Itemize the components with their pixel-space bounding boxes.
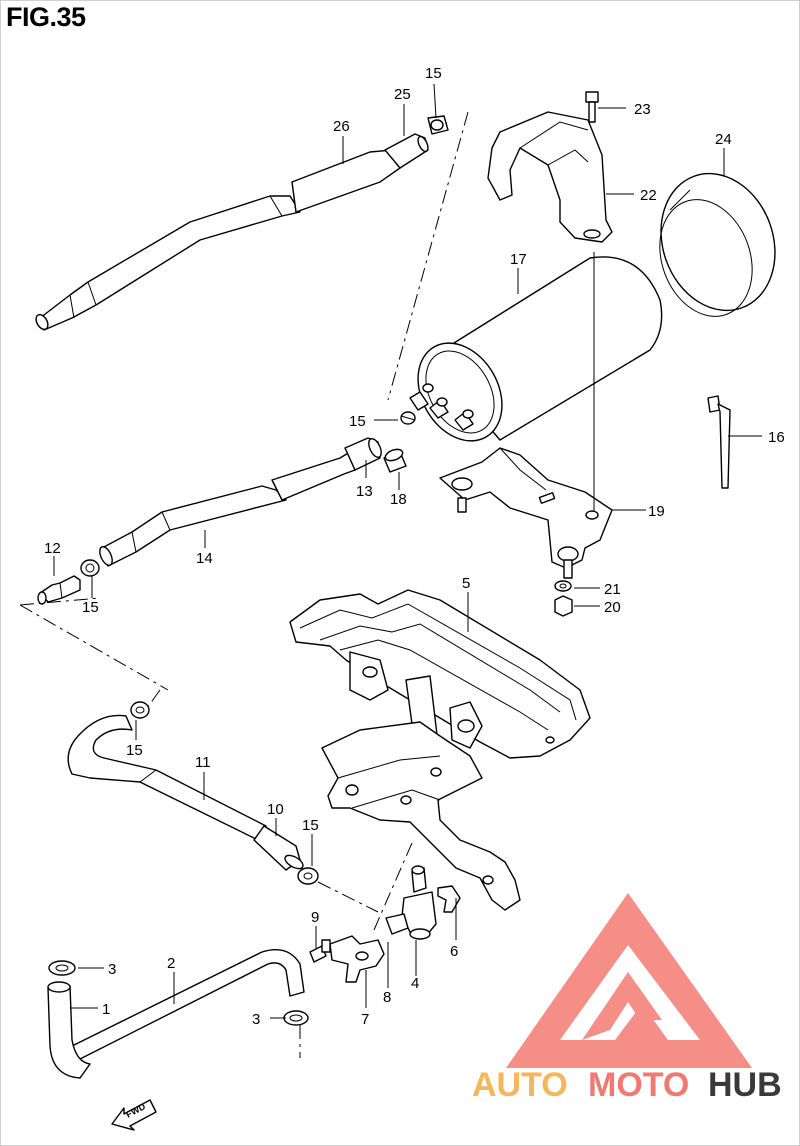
callout-24: 24 xyxy=(715,131,732,148)
callout-13: 13 xyxy=(356,483,373,500)
frame-5 xyxy=(289,589,591,911)
clip-15-canister xyxy=(400,411,416,425)
washer-21 xyxy=(554,580,572,592)
bracket-7-8 xyxy=(329,935,385,983)
callout-15-top: 15 xyxy=(425,65,442,82)
hose-25 xyxy=(384,133,429,169)
nut-20 xyxy=(554,595,573,617)
watermark-text-auto: AUTO xyxy=(472,1066,568,1104)
callout-9: 9 xyxy=(311,909,319,926)
watermark-text-hub: HUB xyxy=(708,1066,782,1104)
valve-4 xyxy=(385,865,437,940)
connector-12 xyxy=(37,575,81,605)
cap-18 xyxy=(383,448,407,473)
ring-24 xyxy=(659,172,776,317)
watermark-text-moto: MOTO xyxy=(588,1066,689,1104)
hose-26 xyxy=(35,149,401,331)
watermark-logo xyxy=(506,893,752,1068)
callout-3-bottom: 3 xyxy=(252,1011,260,1028)
bracket-19 xyxy=(439,447,613,579)
callout-15-canister: 15 xyxy=(349,413,366,430)
callout-10: 10 xyxy=(267,801,284,818)
clip-15-top xyxy=(427,115,449,135)
canister-17 xyxy=(409,256,663,442)
callout-11: 11 xyxy=(195,754,211,771)
assembly-dash-lines xyxy=(19,111,469,1058)
callout-21: 21 xyxy=(604,581,621,598)
hose-13 xyxy=(271,437,382,501)
callout-19: 19 xyxy=(648,503,665,520)
callout-15-hose10: 15 xyxy=(302,817,319,834)
callout-18: 18 xyxy=(390,491,407,508)
clip-15-hose11 xyxy=(130,701,150,719)
clip-15-left xyxy=(80,559,100,577)
callout-22: 22 xyxy=(640,187,657,204)
callout-6: 6 xyxy=(450,943,458,960)
callout-12: 12 xyxy=(44,540,61,557)
hose-11 xyxy=(67,714,267,841)
bracket-6 xyxy=(437,885,461,913)
callout-2: 2 xyxy=(167,955,175,972)
callout-15-left: 15 xyxy=(82,599,99,616)
tie-16 xyxy=(707,395,731,489)
bracket-22 xyxy=(487,111,613,243)
leader-lines xyxy=(53,83,762,1019)
hose-1 xyxy=(47,981,91,1079)
clip-3-bottom xyxy=(283,1010,309,1026)
callout-15-hose11: 15 xyxy=(126,742,143,759)
hose-14 xyxy=(99,485,287,567)
figure-title: FIG.35 xyxy=(6,2,86,32)
callout-3-top: 3 xyxy=(108,961,116,978)
callout-1: 1 xyxy=(102,1001,110,1018)
bolt-9 xyxy=(309,939,331,963)
callout-20: 20 xyxy=(604,599,621,616)
callout-7: 7 xyxy=(361,1011,369,1028)
callout-26: 26 xyxy=(333,118,350,135)
callout-5: 5 xyxy=(462,575,470,592)
callout-17: 17 xyxy=(510,251,527,268)
callout-25: 25 xyxy=(394,86,411,103)
callout-23: 23 xyxy=(634,101,651,118)
callout-8: 8 xyxy=(383,989,391,1006)
hose-10 xyxy=(253,825,304,871)
clip-15-hose10 xyxy=(297,867,319,885)
clip-3-top xyxy=(48,960,76,976)
callout-14: 14 xyxy=(196,550,213,567)
fwd-arrow-icon: FWD xyxy=(111,1099,157,1131)
callout-labels: 15 25 26 23 24 22 17 15 16 13 18 19 12 1… xyxy=(44,65,785,1028)
callout-4: 4 xyxy=(411,975,419,992)
callout-16: 16 xyxy=(768,429,785,446)
bolt-23 xyxy=(585,91,599,123)
